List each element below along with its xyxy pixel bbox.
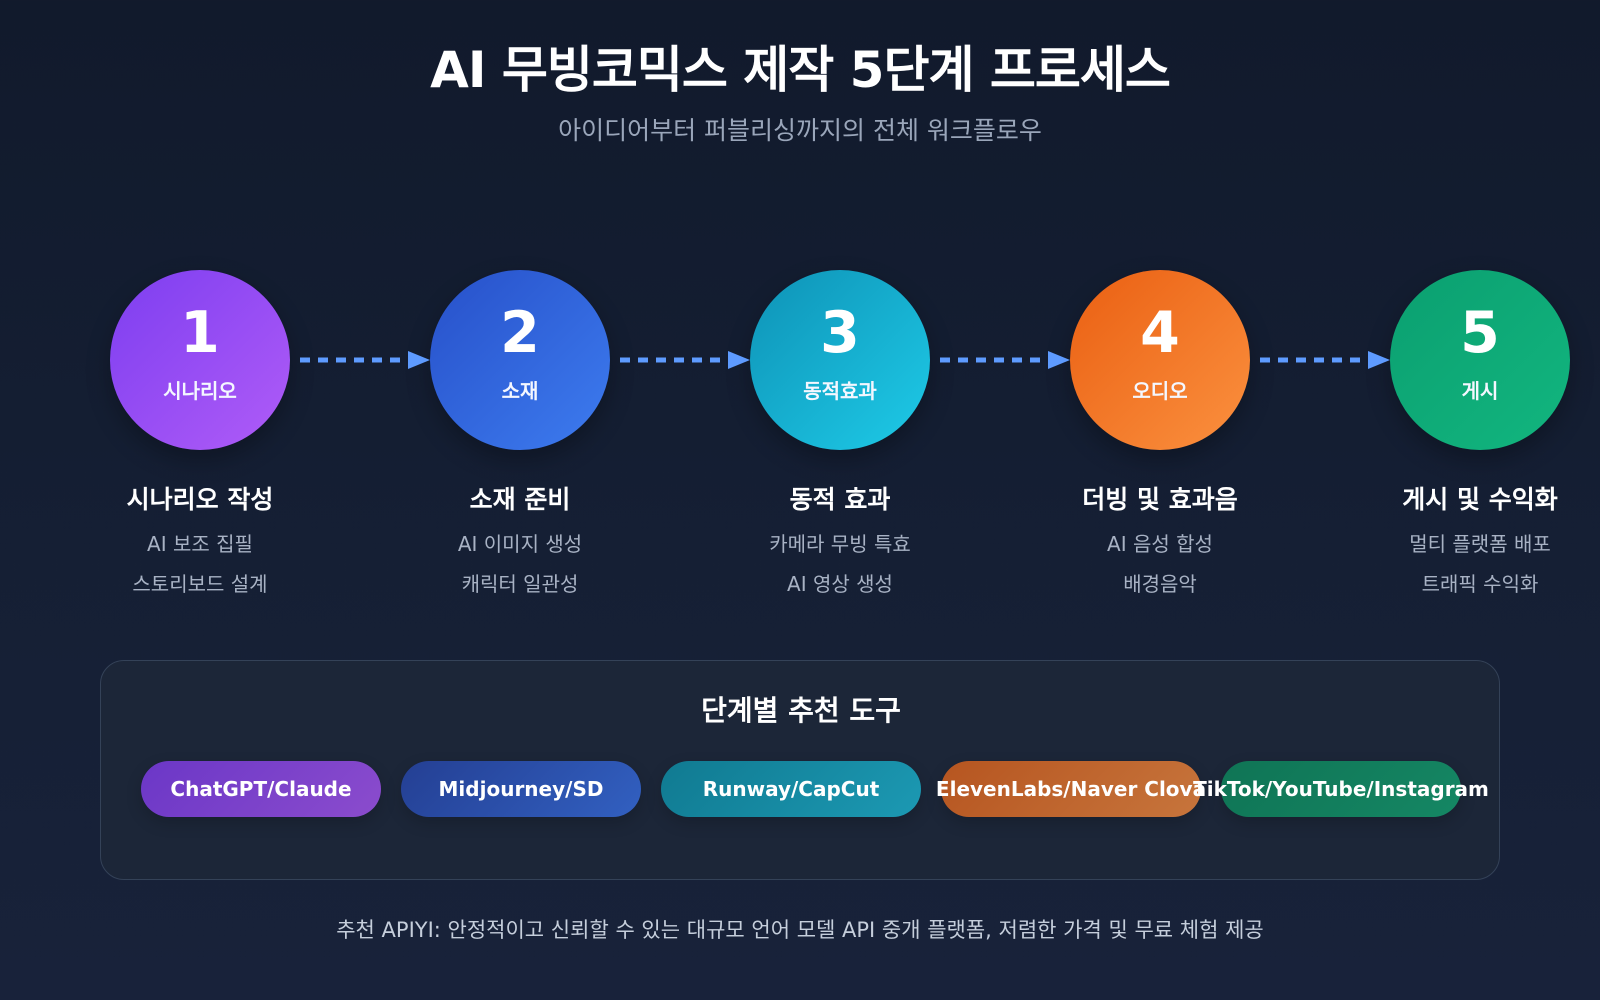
tool-chatgpt-claude[interactable]: ChatGPT/Claude: [141, 761, 381, 817]
step-1-short-label: 시나리오: [163, 379, 237, 403]
step-2-info: 소재 준비 AI 이미지 생성 캐릭터 일관성: [390, 482, 650, 604]
step-4-detail-2: 배경음악: [1123, 572, 1197, 596]
arrow-2-to-3-icon: [620, 351, 750, 369]
step-4-detail-1: AI 음성 합성: [1107, 532, 1213, 556]
step-5-number: 5: [1460, 300, 1500, 366]
step-2-circle: 2 소재: [430, 270, 610, 450]
step-4-short-label: 오디오: [1132, 379, 1188, 403]
step-5-short-label: 게시: [1461, 379, 1499, 403]
step-5-detail-1: 멀티 플랫폼 배포: [1409, 532, 1551, 556]
page-title: AI 무빙코믹스 제작 5단계 프로세스: [430, 41, 1171, 99]
tool-elevenlabs-naver-clova[interactable]: ElevenLabs/Naver Clova: [936, 761, 1206, 817]
tool-midjourney-sd[interactable]: Midjourney/SD: [401, 761, 641, 817]
step-1-detail-1: AI 보조 집필: [147, 532, 253, 556]
step-3-short-label: 동적효과: [803, 379, 877, 403]
footer-recommendation: 추천 APIYI: 안정적이고 신뢰할 수 있는 대규모 언어 모델 API 중…: [336, 918, 1264, 942]
step-3-info: 동적 효과 카메라 무빙 특효 AI 영상 생성: [710, 482, 970, 604]
step-5-title: 게시 및 수익화: [1402, 485, 1558, 514]
step-3-detail-2: AI 영상 생성: [787, 572, 893, 596]
arrow-3-to-4-icon: [940, 351, 1070, 369]
step-5-info: 게시 및 수익화 멀티 플랫폼 배포 트래픽 수익화: [1350, 482, 1600, 604]
step-4-title: 더빙 및 효과음: [1082, 485, 1238, 514]
recommended-tools-panel: 단계별 추천 도구 ChatGPT/Claude Midjourney/SD R…: [100, 660, 1500, 880]
step-5-detail-2: 트래픽 수익화: [1421, 572, 1539, 596]
step-1-detail-2: 스토리보드 설계: [132, 572, 268, 596]
step-2-detail-2: 캐릭터 일관성: [461, 572, 579, 596]
process-steps: 1 시나리오 2 소재 3 동적효과 4 오디오 5 게시 시나리오 작성 AI…: [70, 270, 1600, 604]
step-3-detail-1: 카메라 무빙 특효: [769, 532, 911, 556]
tool-runway-capcut[interactable]: Runway/CapCut: [661, 761, 921, 817]
step-2-number: 2: [500, 300, 540, 366]
page-subtitle: 아이디어부터 퍼블리싱까지의 전체 워크플로우: [558, 116, 1042, 145]
tools-title: 단계별 추천 도구: [701, 694, 901, 727]
step-4-circle: 4 오디오: [1070, 270, 1250, 450]
step-1-number: 1: [180, 300, 220, 366]
step-2-detail-1: AI 이미지 생성: [457, 532, 583, 556]
step-2-title: 소재 준비: [469, 485, 571, 514]
arrow-4-to-5-icon: [1260, 351, 1390, 369]
tool-tiktok-youtube-instagram[interactable]: TikTok/YouTube/Instagram: [1193, 761, 1489, 817]
step-4-info: 더빙 및 효과음 AI 음성 합성 배경음악: [1030, 482, 1290, 604]
step-3-circle: 3 동적효과: [750, 270, 930, 450]
step-5-circle: 5 게시: [1390, 270, 1570, 450]
step-1-info: 시나리오 작성 AI 보조 집필 스토리보드 설계: [70, 482, 330, 604]
step-3-number: 3: [820, 300, 860, 366]
step-3-title: 동적 효과: [789, 485, 891, 514]
step-2-short-label: 소재: [501, 379, 539, 403]
step-1-title: 시나리오 작성: [126, 485, 274, 514]
arrow-1-to-2-icon: [300, 351, 430, 369]
step-1-circle: 1 시나리오: [110, 270, 290, 450]
step-4-number: 4: [1140, 300, 1180, 366]
